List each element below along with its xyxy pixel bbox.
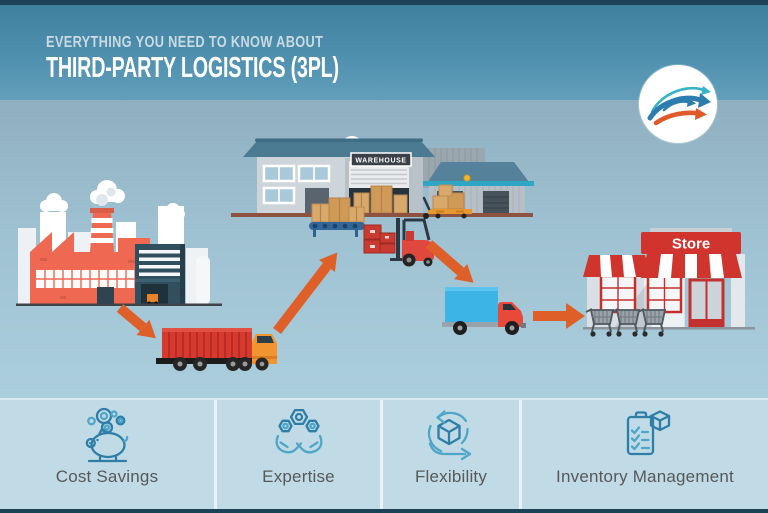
swoosh-arrows-logo-icon — [647, 86, 711, 126]
warehouse-illustration: WAREHOUSE — [231, 138, 533, 217]
feature-label: Cost Savings — [55, 467, 159, 486]
logistics-flow-illustration: WAREHOUSE — [0, 100, 768, 398]
feature-label: Inventory Management — [556, 467, 734, 486]
conveyor-boxes-illustration — [309, 197, 365, 237]
clipboard-checklist-icon — [626, 410, 671, 456]
forklift-illustration — [363, 218, 434, 267]
arrow-warehouse-to-truck-icon — [425, 240, 474, 283]
top-border-strip — [0, 0, 768, 5]
arrow-truck-to-warehouse-icon — [273, 252, 338, 335]
header-banner: EVERYTHING YOU NEED TO KNOW ABOUT THIRD-… — [0, 5, 768, 100]
feature-label: Flexibility — [414, 467, 488, 486]
page-title: THIRD-PARTY LOGISTICS (3PL) — [46, 52, 339, 84]
feature-flexibility: Flexibility — [383, 400, 522, 509]
warehouse-sign-text: WAREHOUSE — [355, 158, 406, 165]
features-panel: Cost Savings Expertise — [0, 398, 768, 509]
container-truck-illustration — [156, 328, 277, 371]
factory-illustration — [16, 187, 222, 306]
feature-expertise: Expertise — [217, 400, 383, 509]
arrow-factory-to-truck-icon — [116, 304, 157, 339]
logo-badge — [639, 65, 717, 143]
feature-inventory-management: Inventory Management — [522, 400, 768, 509]
hands-gears-icon — [275, 408, 322, 454]
bottom-border-strip — [0, 509, 768, 513]
pallet-boxes-illustration — [422, 184, 472, 219]
header-eyebrow: EVERYTHING YOU NEED TO KNOW ABOUT — [46, 34, 324, 51]
feature-label: Expertise — [262, 467, 335, 486]
shopping-carts-illustration — [585, 308, 667, 337]
feature-cost-savings: Cost Savings — [0, 400, 217, 509]
arrow-truck-to-store-icon — [533, 303, 585, 329]
delivery-truck-illustration — [442, 287, 526, 335]
piggy-bank-icon — [85, 407, 129, 463]
cube-cycle-icon — [427, 410, 472, 461]
store-sign-text: Store — [672, 236, 710, 253]
